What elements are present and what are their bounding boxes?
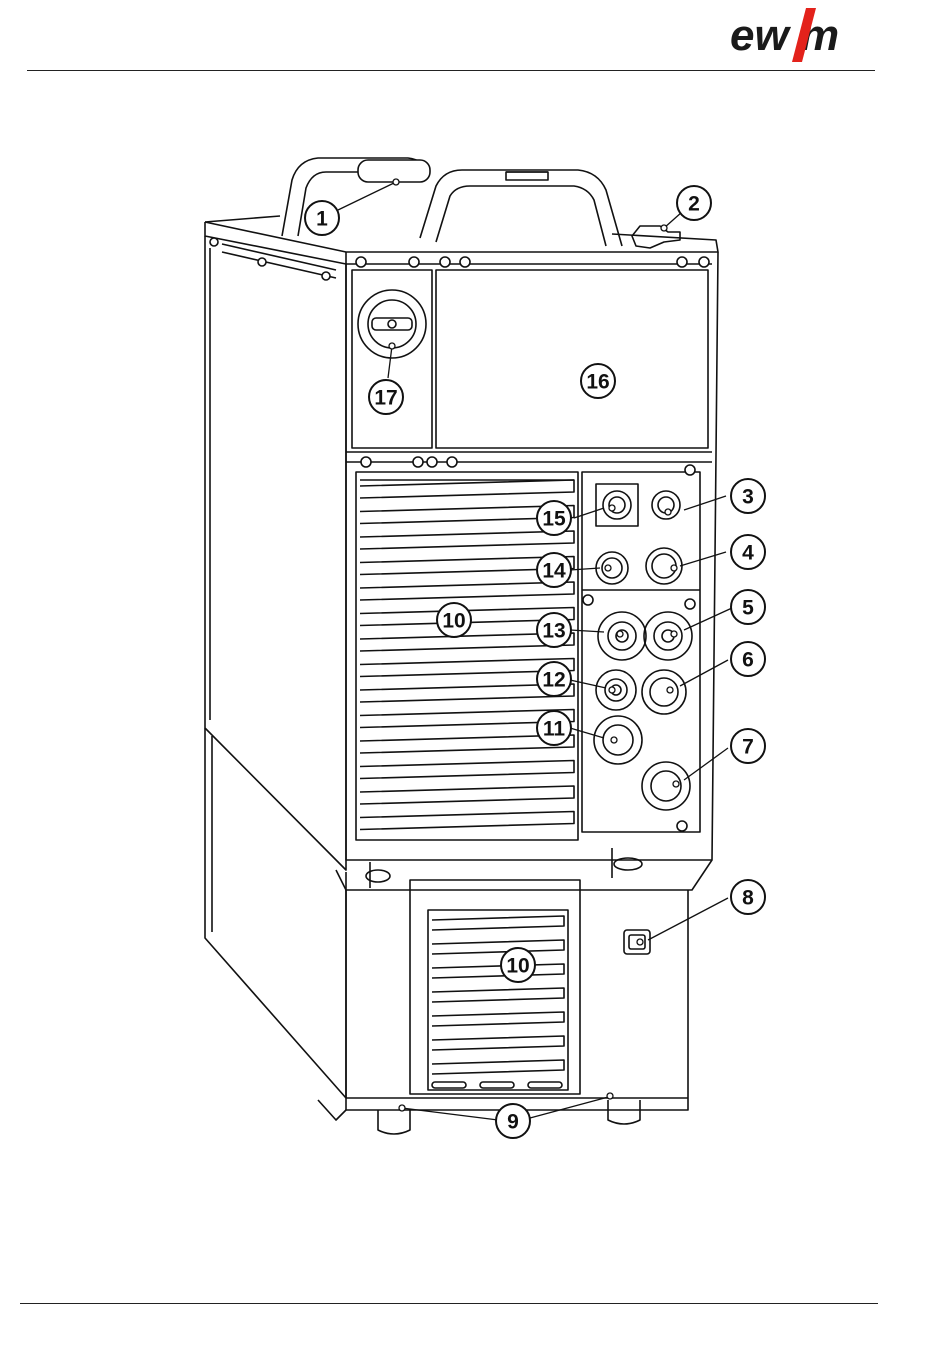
callout-number: 11 [543, 718, 566, 741]
callout-1: 1 [305, 201, 339, 235]
grille-slat [432, 1060, 564, 1074]
callout-7: 7 [731, 729, 765, 763]
grille-slat [360, 582, 574, 600]
callout-11: 11 [537, 711, 571, 745]
callout-number: 12 [542, 669, 565, 692]
callout-14: 14 [537, 553, 571, 587]
callout-16: 16 [581, 364, 615, 398]
callout-number: 1 [316, 208, 328, 231]
callout-4: 4 [731, 535, 765, 569]
callout-12: 12 [537, 662, 571, 696]
grille-slat [432, 940, 564, 954]
callout-number: 13 [542, 620, 565, 643]
callout-number: 10 [506, 955, 529, 978]
grille-slat [432, 964, 564, 978]
callout-number: 3 [742, 486, 754, 509]
callout-5: 5 [731, 590, 765, 624]
upper-housing [205, 216, 718, 870]
callout-8: 8 [731, 880, 765, 914]
callout-number: 4 [742, 542, 754, 565]
callout-number: 6 [742, 649, 754, 672]
callout-6: 6 [731, 642, 765, 676]
callout-15: 15 [537, 501, 571, 535]
grille-slat [360, 812, 574, 830]
grille-slat [360, 531, 574, 549]
callout-13: 13 [537, 613, 571, 647]
callout-17: 17 [369, 380, 403, 414]
callout-number: 5 [742, 597, 754, 620]
callout-number: 14 [542, 560, 566, 583]
grille-slat [432, 1012, 564, 1026]
callout-10b: 10 [501, 948, 535, 982]
carrying-handle [282, 158, 622, 246]
grille-slat [360, 786, 574, 804]
callout-number: 9 [507, 1111, 519, 1134]
grille-slat [432, 916, 564, 930]
callout-number: 8 [742, 887, 754, 910]
grille-slat [432, 988, 564, 1002]
callout-10a: 10 [437, 603, 471, 637]
callout-number: 2 [688, 193, 700, 216]
grille-slat [360, 480, 574, 498]
grille-slat [360, 761, 574, 779]
connection-sockets [594, 484, 692, 810]
callout-2: 2 [677, 186, 711, 220]
callout-number: 16 [586, 371, 609, 394]
callout-number: 7 [742, 736, 754, 759]
callout-number: 17 [374, 387, 397, 410]
callout-number: 15 [542, 508, 566, 531]
grille-slat [432, 1036, 564, 1050]
callout-3: 3 [731, 479, 765, 513]
lower-housing [205, 728, 712, 1120]
callout-number: 10 [442, 610, 465, 633]
machine-feet [366, 848, 642, 1134]
callout-9: 9 [496, 1104, 530, 1138]
